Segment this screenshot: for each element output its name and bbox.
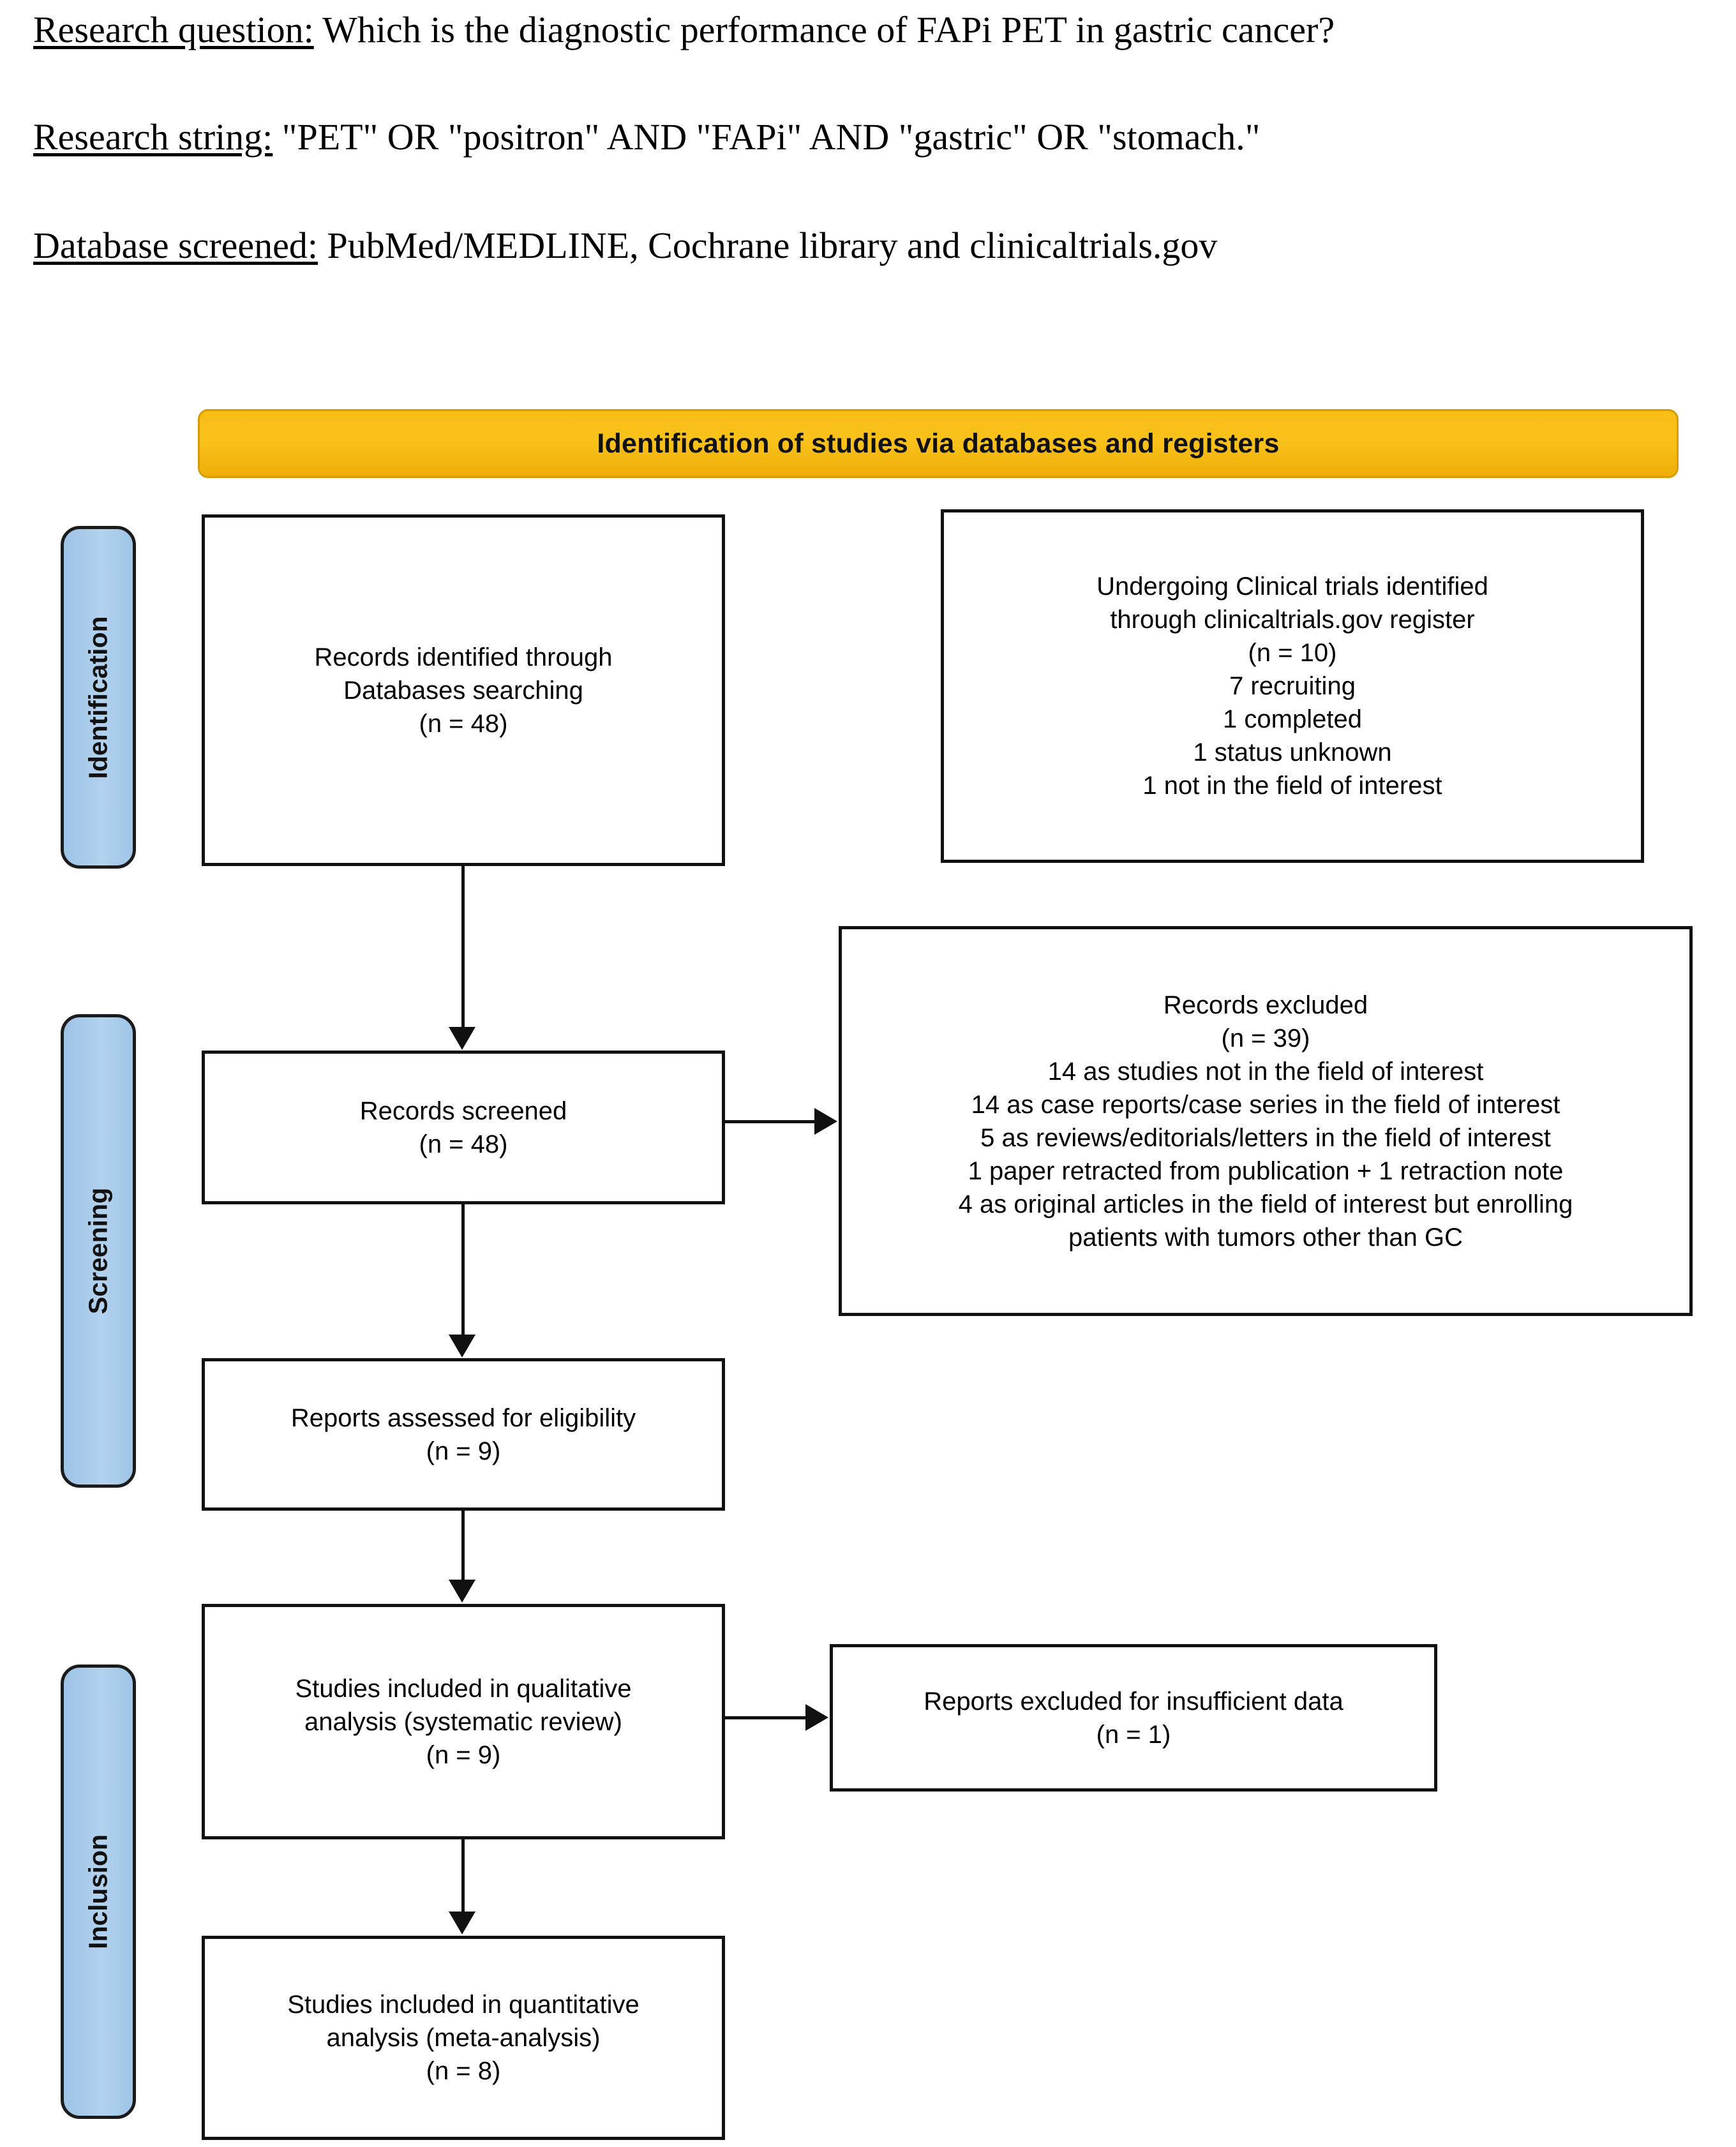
- identification-banner-title: Identification of studies via databases …: [597, 428, 1280, 459]
- box-clinical-trials-text: Undergoing Clinical trials identified th…: [1096, 572, 1488, 800]
- box-records-screened: Records screened (n = 48): [202, 1051, 725, 1204]
- box-insufficient-text: Reports excluded for insufficient data (…: [924, 1687, 1343, 1749]
- stage-label-identification: Identification: [83, 615, 113, 779]
- connector-assessed-to-qualitative-arrow-icon: [449, 1580, 475, 1603]
- box-records-excluded: Records excluded (n = 39) 14 as studies …: [839, 926, 1693, 1316]
- connector-screened-to-excluded-arrow-icon: [814, 1108, 837, 1135]
- stage-pill-screening: Screening: [61, 1014, 136, 1488]
- research-question-line: Research question: Which is the diagnost…: [33, 11, 1335, 49]
- box-quantitative-text: Studies included in quantitative analysi…: [287, 1991, 640, 2085]
- research-string-line: Research string: "PET" OR "positron" AND…: [33, 119, 1260, 156]
- stage-pill-inclusion: Inclusion: [61, 1664, 136, 2119]
- box-records-excluded-text: Records excluded (n = 39) 14 as studies …: [958, 991, 1573, 1252]
- connector-identified-to-screened-line: [461, 866, 465, 1028]
- connector-screened-to-assessed-line: [461, 1204, 465, 1336]
- box-qualitative-text: Studies included in qualitative analysis…: [295, 1674, 632, 1769]
- database-screened-line: Database screened: PubMed/MEDLINE, Cochr…: [33, 227, 1217, 264]
- identification-banner: Identification of studies via databases …: [198, 409, 1679, 478]
- box-reports-excluded-insufficient-data: Reports excluded for insufficient data (…: [830, 1644, 1437, 1792]
- stage-pill-identification: Identification: [61, 526, 136, 869]
- research-question-value: Which is the diagnostic performance of F…: [313, 9, 1335, 50]
- box-studies-included-quantitative: Studies included in quantitative analysi…: [202, 1936, 725, 2140]
- box-reports-assessed-for-eligibility: Reports assessed for eligibility (n = 9): [202, 1358, 725, 1511]
- box-records-identified-text: Records identified through Databases sea…: [314, 643, 613, 738]
- box-records-identified: Records identified through Databases sea…: [202, 514, 725, 866]
- database-screened-label: Database screened:: [33, 225, 318, 266]
- box-studies-included-qualitative: Studies included in qualitative analysis…: [202, 1604, 725, 1839]
- research-string-label: Research string:: [33, 116, 273, 158]
- research-string-value: "PET" OR "positron" AND "FAPi" AND "gast…: [273, 116, 1261, 158]
- database-screened-value: PubMed/MEDLINE, Cochrane library and cli…: [318, 225, 1218, 266]
- box-records-screened-text: Records screened (n = 48): [359, 1096, 567, 1158]
- connector-qualitative-to-insufficient-line: [725, 1716, 807, 1719]
- box-reports-assessed-text: Reports assessed for eligibility (n = 9): [290, 1403, 636, 1465]
- connector-qualitative-to-quantitative-arrow-icon: [449, 1911, 475, 1934]
- connector-identified-to-screened-arrow-icon: [449, 1027, 475, 1050]
- connector-screened-to-excluded-line: [725, 1120, 816, 1123]
- box-clinical-trials-identified: Undergoing Clinical trials identified th…: [941, 509, 1644, 863]
- stage-label-inclusion: Inclusion: [83, 1834, 113, 1949]
- connector-qualitative-to-quantitative-line: [461, 1839, 465, 1913]
- connector-screened-to-assessed-arrow-icon: [449, 1335, 475, 1358]
- stage-label-screening: Screening: [83, 1187, 113, 1315]
- research-question-label: Research question:: [33, 9, 314, 50]
- connector-assessed-to-qualitative-line: [461, 1511, 465, 1581]
- connector-qualitative-to-insufficient-arrow-icon: [805, 1704, 828, 1731]
